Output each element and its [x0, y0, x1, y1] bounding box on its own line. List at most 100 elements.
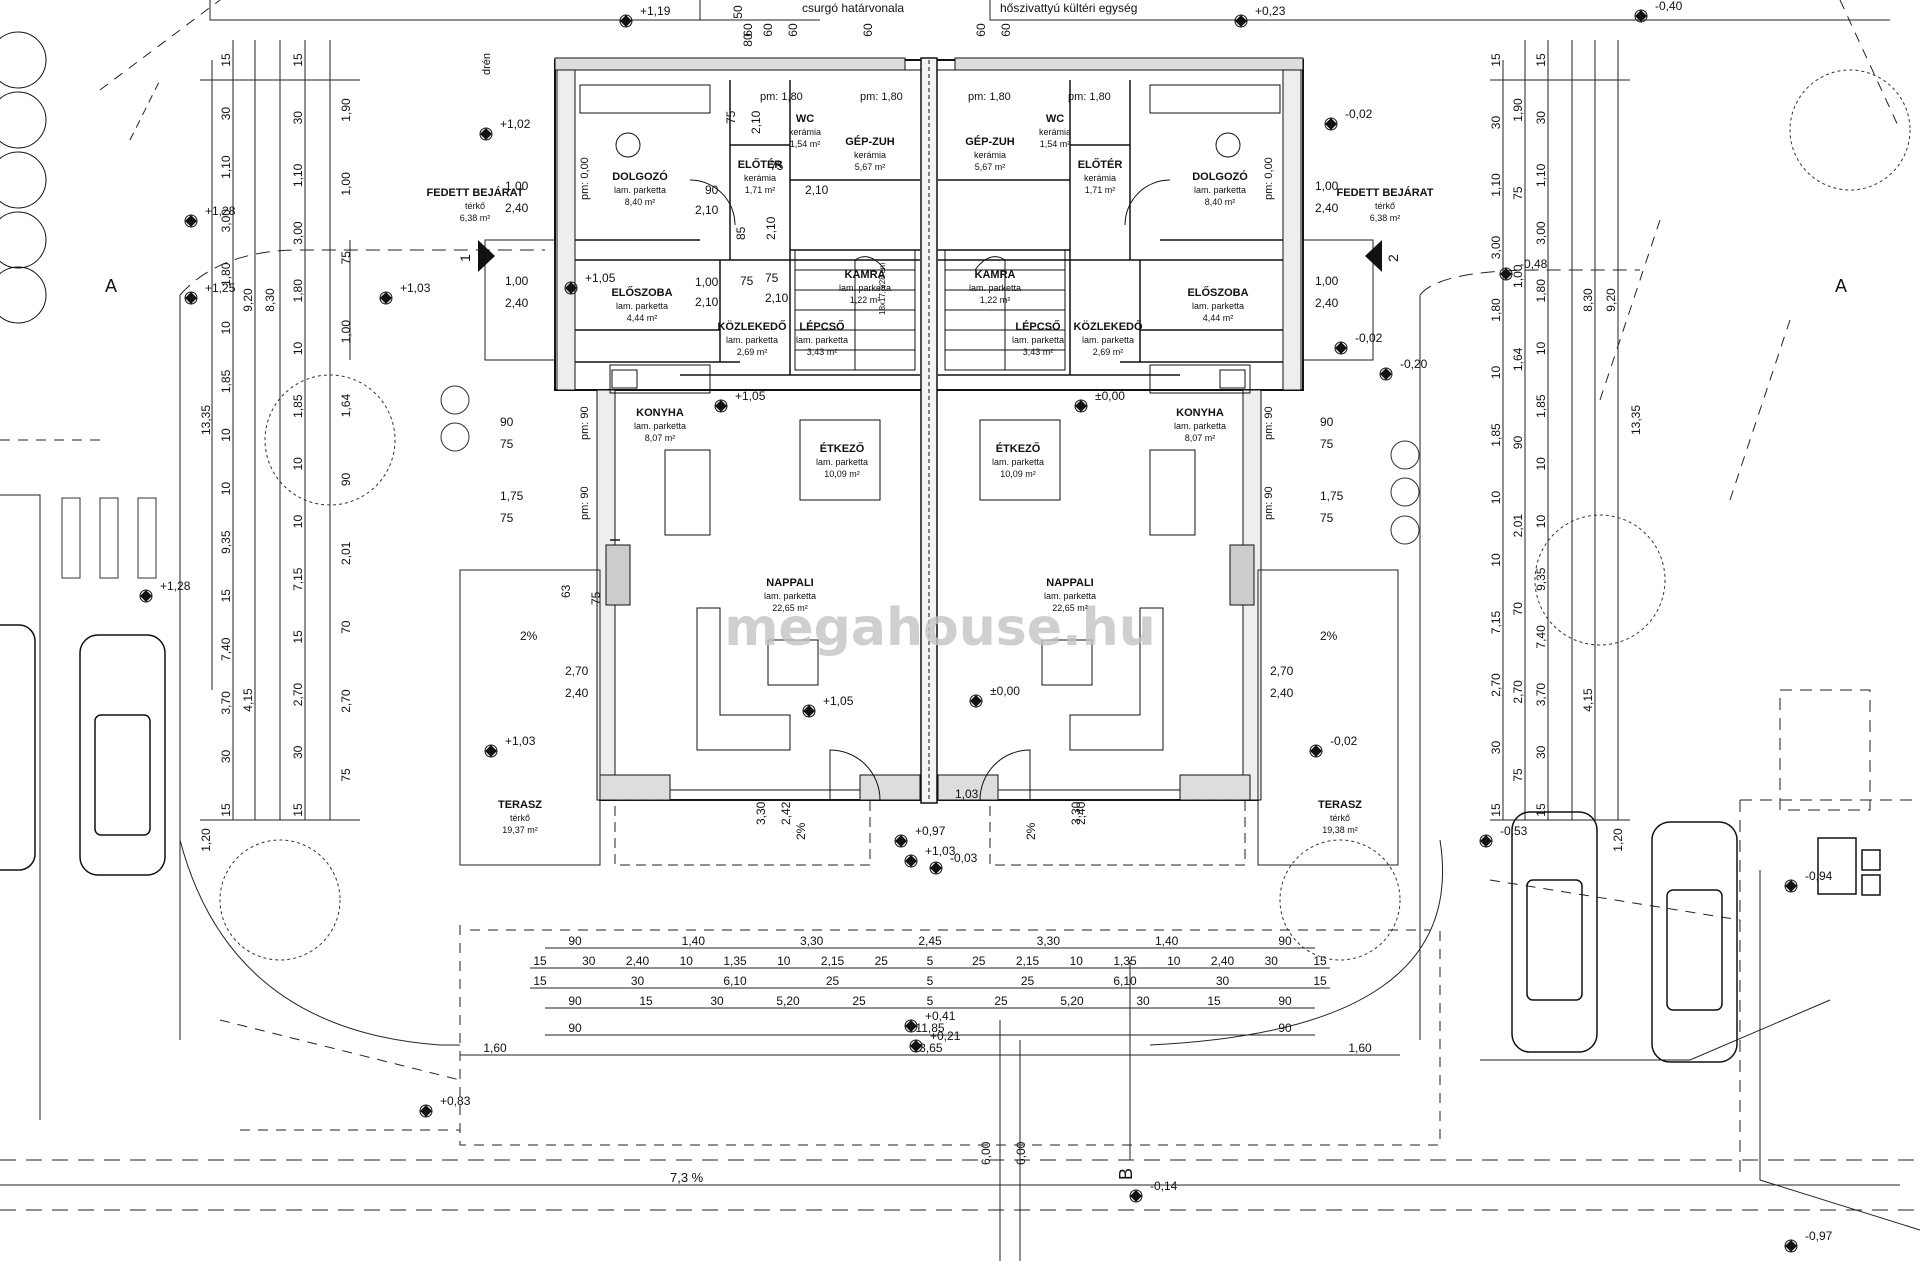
room-name: TERASZ — [498, 799, 542, 811]
dimension-value: 2,45 — [918, 934, 942, 948]
section-1-label: 1 — [457, 254, 473, 262]
level-value: +1,05 — [585, 271, 616, 285]
window-width: 2,70 — [1270, 664, 1294, 678]
level-marker-fill — [1130, 1190, 1142, 1202]
dimension-value: 3,30 — [800, 934, 824, 948]
sill-height: pm: 90 — [579, 486, 591, 520]
room-name: TERASZ — [1318, 799, 1362, 811]
dimension-value: 1,64 — [1511, 347, 1525, 371]
slope-label: 2% — [1024, 822, 1038, 840]
room-name: DOLGOZÓ — [1192, 170, 1248, 183]
door-dimension: 1,00 — [695, 275, 719, 289]
building — [459, 57, 1399, 866]
dimension-value: 1,60 — [483, 1041, 507, 1055]
dimension-value: 2,01 — [339, 541, 353, 565]
stair-right — [944, 249, 1066, 371]
dimension-value: 10 — [219, 482, 233, 496]
dimension-value: 15 — [1534, 53, 1548, 67]
window-height: 75 — [1320, 437, 1334, 451]
bottom-dimension-lines — [460, 947, 1400, 1056]
dimension-value: 9,35 — [219, 530, 233, 554]
dimension-total: 1,20 — [199, 828, 213, 852]
room-floor: kerámia — [974, 150, 1006, 160]
room-name: WC — [1046, 113, 1064, 125]
level-marker-fill — [480, 128, 492, 140]
level-value: +1,28 — [160, 579, 191, 593]
dimension-value: 10 — [777, 954, 791, 968]
section-a-right: A — [1835, 276, 1847, 296]
drain-note: drén — [481, 53, 493, 75]
level-marker-fill — [1335, 342, 1347, 354]
level-marker-fill — [1235, 15, 1247, 27]
dimension-total: 9,20 — [1604, 288, 1618, 312]
level-marker-fill — [185, 215, 197, 227]
room-floor: kerámia — [744, 173, 776, 183]
entry-arrow-left — [478, 240, 495, 272]
dimension-value: 3,00 — [291, 221, 305, 245]
dimension-total: 80 — [741, 33, 755, 47]
room-area: 5,67 m² — [855, 162, 886, 172]
dimension-total: 60 — [861, 23, 875, 37]
dimension-value: 30 — [710, 994, 724, 1008]
room-name: GÉP-ZUH — [965, 135, 1015, 148]
dimension-value: 3,70 — [219, 691, 233, 715]
level-marker-fill — [380, 292, 392, 304]
room-floor: lam. parketta — [796, 335, 848, 345]
dimension-value: 3,70 — [1534, 683, 1548, 707]
dimension-value: 1,90 — [339, 98, 353, 122]
level-value: +1,28 — [205, 204, 236, 218]
room-area: 6,38 m² — [460, 213, 491, 223]
level-marker-fill — [1075, 400, 1087, 412]
level-value: +1,25 — [205, 281, 236, 295]
room-floor: térkő — [1330, 813, 1350, 823]
room-name: WC — [796, 113, 814, 125]
dimension-value: 1,85 — [1489, 423, 1503, 447]
room-name: ELŐTÉR — [1078, 158, 1123, 171]
dimension-value: 1,85 — [219, 369, 233, 393]
dimension-value: 3,00 — [219, 209, 233, 233]
dimension-value: 2,70 — [291, 683, 305, 707]
dimension-value: 10 — [291, 341, 305, 355]
level-value: +0,97 — [915, 824, 946, 838]
heatpump-note: hőszivattyú kültéri egység — [1000, 1, 1137, 15]
level-value: +0,83 — [440, 1094, 471, 1108]
level-value: +1,05 — [823, 694, 854, 708]
dimension-value: 25 — [994, 994, 1008, 1008]
room-area: 1,71 m² — [745, 185, 776, 195]
dimension-value: 5 — [927, 974, 934, 988]
dimension-value: 30 — [219, 749, 233, 763]
level-value: -0,48 — [1520, 257, 1548, 271]
dimension-value: 10 — [1070, 954, 1084, 968]
room-name: ÉTKEZŐ — [820, 442, 865, 455]
dimension-value: 90 — [568, 994, 582, 1008]
door-dimension: 2,10 — [695, 295, 719, 309]
door-dimension: 2,42 — [779, 801, 793, 825]
room-floor: lam. parketta — [816, 457, 868, 467]
dimension-total: 4,15 — [1581, 688, 1595, 712]
dimension-total: 8,30 — [1581, 288, 1595, 312]
dimension-value: 75 — [339, 251, 353, 265]
room-floor: kerámia — [789, 127, 821, 137]
dimension-value: 25 — [1021, 974, 1035, 988]
window-width: 90 — [500, 415, 514, 429]
room-area: 6,38 m² — [1370, 213, 1401, 223]
stair-note: 18x17,5/28 cm — [878, 262, 887, 315]
room-area: 1,22 m² — [850, 295, 881, 305]
dimension-value: 90 — [568, 1021, 582, 1035]
level-value: +1,05 — [735, 389, 766, 403]
door-dimension: 2,40 — [1074, 801, 1088, 825]
level-marker-fill — [1480, 835, 1492, 847]
level-value: +1,03 — [505, 734, 536, 748]
road-slope: 7,3 % — [670, 1170, 704, 1185]
room-area: 8,07 m² — [1185, 433, 1216, 443]
level-marker-fill — [565, 282, 577, 294]
window-width: 1,00 — [1315, 179, 1339, 193]
level-marker-fill — [1325, 118, 1337, 130]
room-area: 19,37 m² — [502, 825, 538, 835]
dimension-value: 10 — [291, 515, 305, 529]
dimension-total: 60 — [761, 23, 775, 37]
section-b: B — [1116, 1168, 1136, 1180]
room-name: GÉP-ZUH — [845, 135, 895, 148]
room-floor: térkő — [465, 201, 485, 211]
